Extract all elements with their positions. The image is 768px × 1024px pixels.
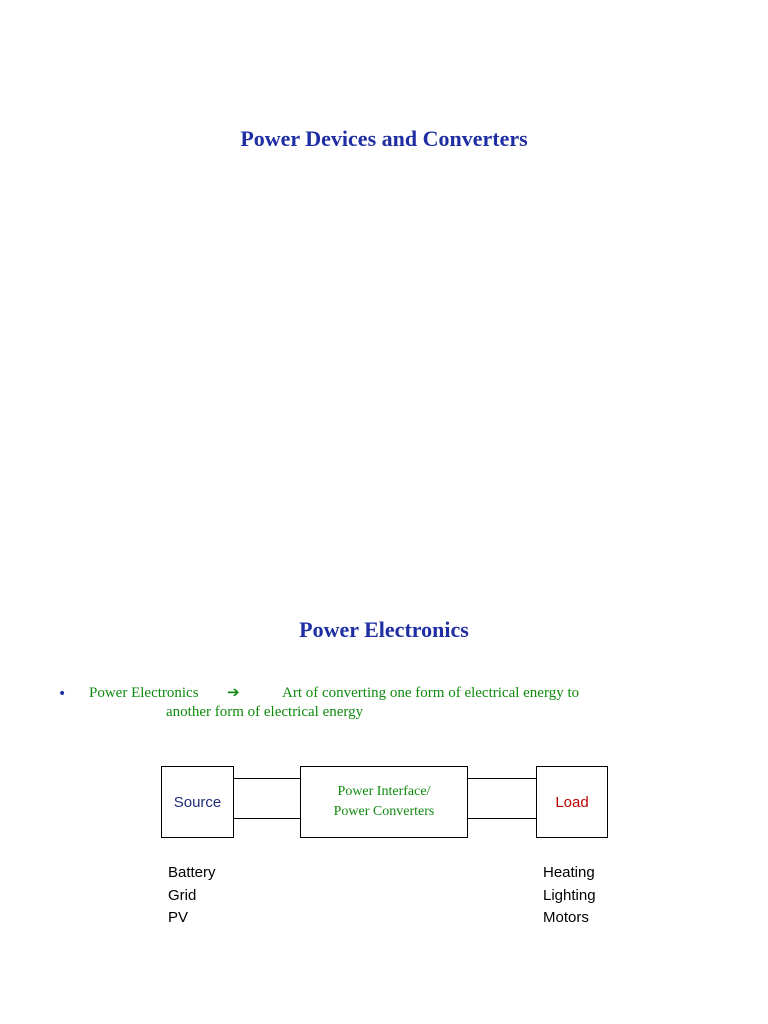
connector-wire xyxy=(233,778,300,779)
load-box: Load xyxy=(536,766,608,838)
source-examples-list: Battery Grid PV xyxy=(168,862,216,930)
definition-line-1: Art of converting one form of electrical… xyxy=(282,685,580,701)
list-item: Grid xyxy=(168,886,197,904)
list-item: Motors xyxy=(543,909,589,926)
definition-line-2: another form of electrical energy xyxy=(166,704,364,720)
load-label: Load xyxy=(555,793,589,811)
load-examples-list: Heating Lighting Motors xyxy=(543,862,596,930)
connector-wire xyxy=(467,778,536,779)
source-label: Source xyxy=(173,793,222,811)
bullet-term: Power Electronics xyxy=(89,685,199,701)
converter-label-line-2: Power Converters xyxy=(333,804,435,819)
right-arrow-icon: ➔ xyxy=(227,683,240,701)
source-box: Source xyxy=(161,766,234,838)
connector-wire xyxy=(467,818,536,819)
bullet-marker: • xyxy=(58,686,67,702)
list-item: Heating xyxy=(543,864,595,881)
connector-wire xyxy=(233,818,300,819)
list-item: Lighting xyxy=(543,886,596,904)
converter-box: Power Interface/ Power Converters xyxy=(300,766,468,838)
slide-title: Power Devices and Converters xyxy=(240,126,528,151)
converter-label: Power Interface/ Power Converters xyxy=(334,782,435,822)
converter-label-line-1: Power Interface/ xyxy=(337,784,431,799)
list-item: Battery xyxy=(168,864,216,881)
section-title: Power Electronics xyxy=(299,617,469,642)
list-item: PV xyxy=(168,909,189,926)
